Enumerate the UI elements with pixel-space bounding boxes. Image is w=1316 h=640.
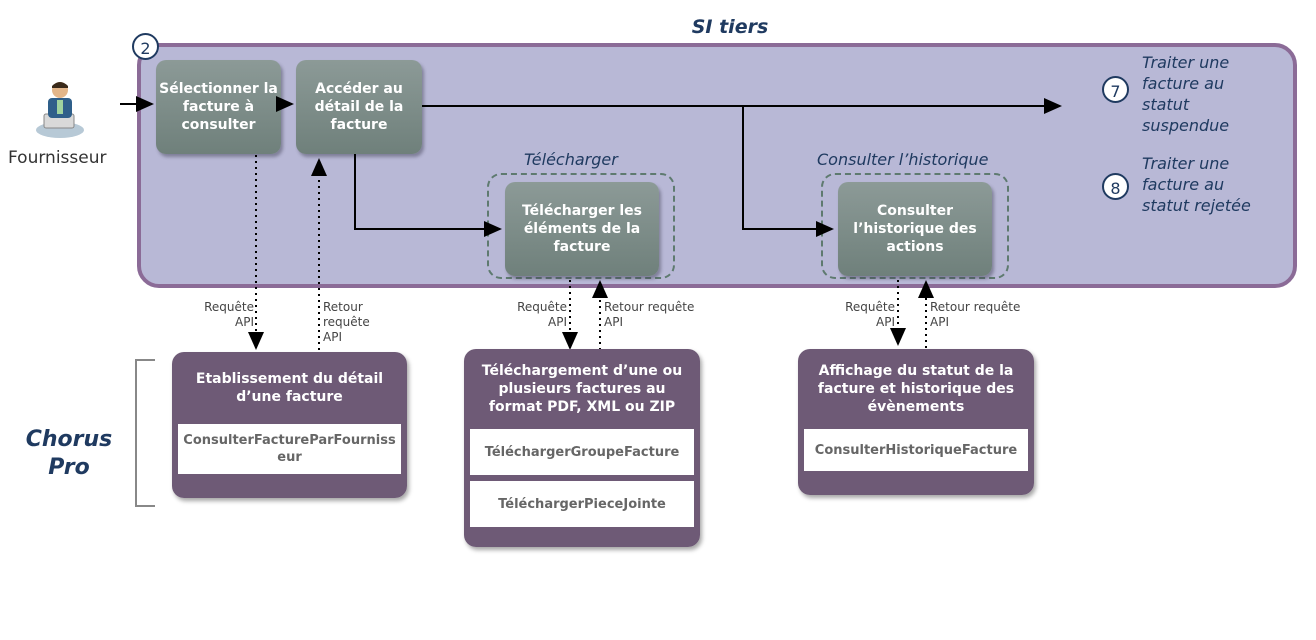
request-api-label-1: Requête API: [204, 300, 254, 329]
api-telecharger-piece[interactable]: TéléchargerPieceJointe: [470, 481, 694, 527]
download-step[interactable]: Télécharger les éléments de la facture: [505, 182, 659, 276]
chorus-line-1: Chorus: [25, 427, 113, 452]
card-history-title: Affichage du statut de la facture et his…: [798, 349, 1034, 429]
step-number-2: 2: [132, 33, 159, 60]
card-invoice-detail: Etablissement du détail d’une facture Co…: [172, 352, 407, 498]
step-number-7: 7: [1102, 76, 1129, 103]
si-tiers-title: SI tiers: [691, 16, 769, 38]
history-label: Consulter l’historique des actions: [853, 203, 977, 255]
api-consulter-historique[interactable]: ConsulterHistoriqueFacture: [804, 429, 1028, 471]
fournisseur-label: Fournisseur: [8, 148, 107, 168]
card-download: Téléchargement d’une ou plusieurs factur…: [464, 349, 700, 547]
access-detail-step[interactable]: Accéder au détail de la facture: [296, 60, 422, 154]
history-group-label: Consulter l’historique: [817, 150, 989, 169]
chorus-line-2: Pro: [48, 455, 90, 480]
card-invoice-detail-title: Etablissement du détail d’une facture: [172, 352, 407, 424]
fournisseur-icon: [30, 78, 90, 142]
card-history: Affichage du statut de la facture et his…: [798, 349, 1034, 495]
return-api-label-3: Retour requête API: [930, 300, 1021, 329]
card-download-title: Téléchargement d’une ou plusieurs factur…: [464, 349, 700, 429]
download-group-label: Télécharger: [524, 150, 618, 169]
history-step[interactable]: Consulter l’historique des actions: [838, 182, 992, 276]
outcome-suspended[interactable]: Traiter une facture au statut suspendue: [1142, 53, 1230, 135]
request-api-label-3: Requête API: [845, 300, 895, 329]
outcome-rejected[interactable]: Traiter une facture au statut rejetée: [1142, 154, 1251, 215]
select-invoice-label: Sélectionner la facture à consulter: [159, 81, 278, 133]
api-consulter-facture[interactable]: ConsulterFactureParFourniss eur: [178, 424, 401, 474]
return-api-label-2: Retour requête API: [604, 300, 695, 329]
access-detail-label: Accéder au détail de la facture: [314, 81, 404, 133]
api-telecharger-groupe[interactable]: TéléchargerGroupeFacture: [470, 429, 694, 475]
request-api-label-2: Requête API: [517, 300, 567, 329]
step-number-8: 8: [1102, 173, 1129, 200]
return-api-label-1: Retour requête API: [323, 300, 370, 344]
download-label: Télécharger les éléments de la facture: [521, 203, 643, 255]
select-invoice-step[interactable]: Sélectionner la facture à consulter: [156, 60, 281, 154]
chorus-pro-label: Chorus Pro: [14, 426, 124, 482]
